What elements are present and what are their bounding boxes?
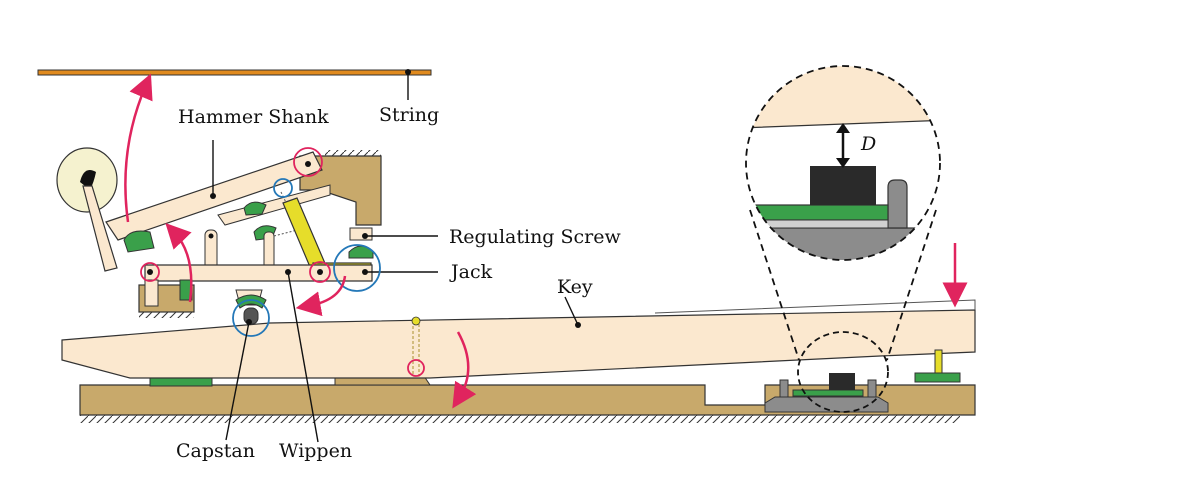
string [37,69,432,100]
key-label: Key [557,276,593,298]
regulating-screw [348,227,438,259]
wippen-label: Wippen [279,440,353,462]
distance-label: D [861,133,877,155]
string-label: String [379,104,440,126]
zoom-bubble [745,65,941,261]
zoom-cone [749,209,937,361]
sensor-rail [764,331,889,413]
front-rail [914,349,961,383]
backcheck-parts [204,178,331,271]
jack-label: Jack [451,261,493,283]
regulating-screw-label: Regulating Screw [449,226,621,248]
key [61,296,976,379]
hammer-head [56,147,118,272]
hammer-shank [105,140,323,253]
hammer-shank-label: Hammer Shank [178,106,329,128]
wippen [140,244,438,443]
motion-arrows [124,73,968,409]
capstan-label: Capstan [176,440,255,462]
capstan [225,294,270,441]
